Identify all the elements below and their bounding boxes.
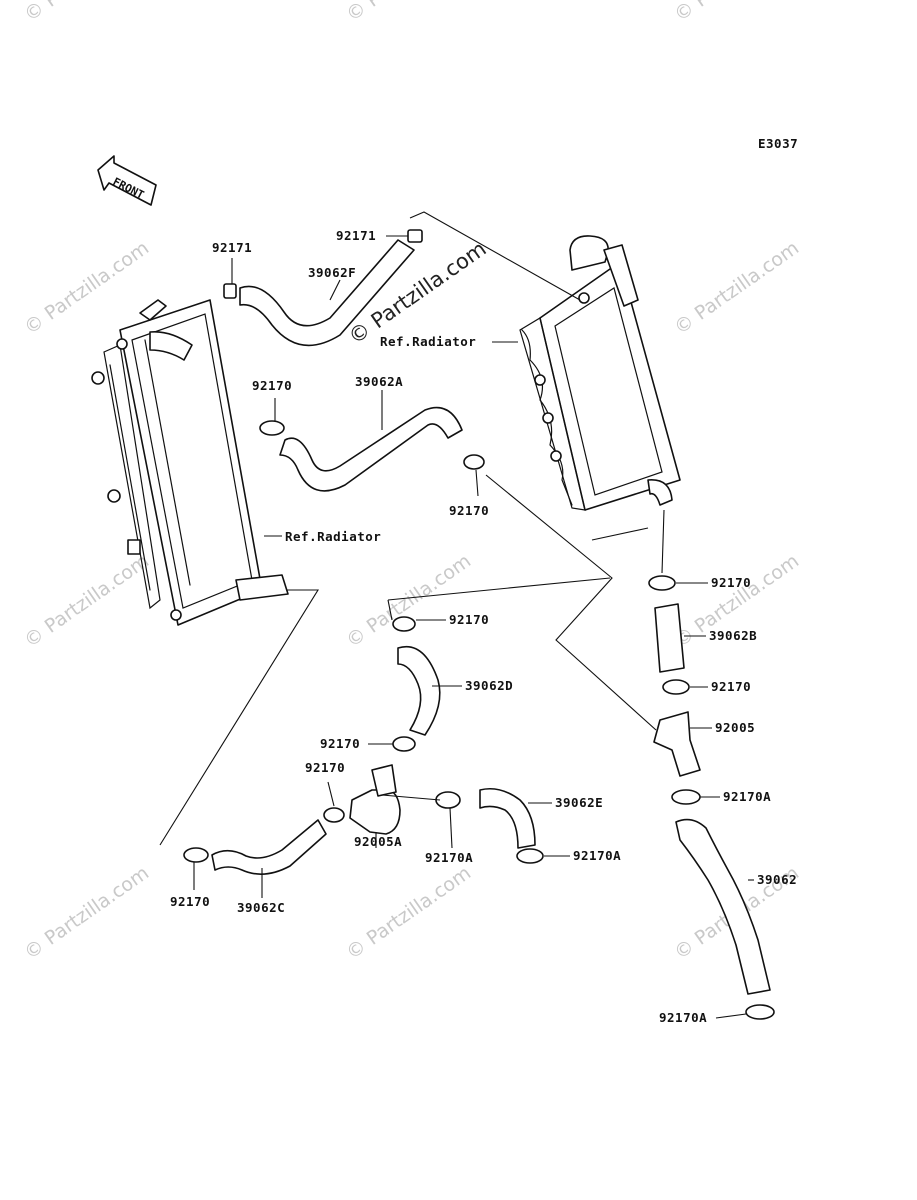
fitting-92005 bbox=[653, 711, 701, 777]
label-39062A: 39062A bbox=[355, 374, 403, 389]
watermark-text: © Partzilla.com bbox=[20, 862, 153, 964]
watermark-text: © Partzilla.com bbox=[670, 237, 803, 339]
label-92170-center-mid: 92170 bbox=[320, 736, 360, 751]
label-92170-left-upper: 92170 bbox=[252, 378, 292, 393]
clamp-92171-left bbox=[223, 283, 237, 299]
watermark-text: © Partzilla.com bbox=[342, 0, 475, 26]
watermark-text: © Partzilla.com bbox=[342, 550, 475, 652]
left-radiator bbox=[91, 299, 289, 626]
right-radiator bbox=[519, 235, 681, 511]
watermark-text: © Partzilla.com bbox=[342, 862, 475, 964]
hose-39062 bbox=[675, 818, 771, 995]
clamp-92170-upper bbox=[259, 420, 285, 436]
label-92170-mid: 92170 bbox=[449, 503, 489, 518]
watermark-text: © Partzilla.com bbox=[20, 550, 153, 652]
clamp-92170A-right bbox=[671, 789, 701, 805]
clamp-92170-center-mid bbox=[392, 736, 416, 752]
diagram-code: E3037 bbox=[758, 136, 798, 151]
leader-lines bbox=[159, 211, 754, 1019]
watermark-text: © Partzilla.com bbox=[20, 237, 153, 339]
clamp-92170-right-2 bbox=[662, 679, 690, 695]
fitting-92005A-branch bbox=[371, 764, 397, 797]
clamps bbox=[183, 229, 775, 1020]
clamp-92170-right-1 bbox=[648, 575, 676, 591]
hose-39062F bbox=[239, 239, 415, 347]
watermark-text: © Partzilla.com bbox=[20, 0, 153, 26]
label-39062C: 39062C bbox=[237, 900, 285, 915]
label-92170A-center-right: 92170A bbox=[573, 848, 621, 863]
label-92170-bottom-left: 92170 bbox=[170, 894, 210, 909]
hose-39062D bbox=[397, 645, 441, 736]
clamp-92170A-bottom bbox=[745, 1004, 775, 1020]
clamp-92170A-center-right bbox=[516, 848, 544, 864]
label-ref-radiator-right: Ref.Radiator bbox=[380, 334, 476, 349]
label-92170A-right-1: 92170A bbox=[723, 789, 771, 804]
label-92170A-bottom: 92170A bbox=[659, 1010, 707, 1025]
label-39062E: 39062E bbox=[555, 795, 603, 810]
label-92171-left: 92171 bbox=[212, 240, 252, 255]
hoses bbox=[211, 239, 771, 995]
label-92005A: 92005A bbox=[354, 834, 402, 849]
hose-39062A bbox=[279, 406, 463, 492]
clamp-92170-mid bbox=[463, 454, 485, 470]
clamp-92170-center-top bbox=[392, 616, 416, 632]
watermark-text: © Partzilla.com bbox=[670, 0, 803, 26]
label-92171-top: 92171 bbox=[336, 228, 376, 243]
label-39062F: 39062F bbox=[308, 265, 356, 280]
label-92170-right-1: 92170 bbox=[711, 575, 751, 590]
clamp-92170-bottom-left bbox=[183, 847, 209, 863]
clamp-92170-center-low bbox=[323, 807, 345, 823]
clamp-92171-top bbox=[407, 229, 423, 243]
label-ref-radiator-left: Ref.Radiator bbox=[285, 529, 381, 544]
label-39062D: 39062D bbox=[465, 678, 513, 693]
label-39062B: 39062B bbox=[709, 628, 757, 643]
hose-39062B bbox=[654, 603, 685, 673]
label-92005: 92005 bbox=[715, 720, 755, 735]
label-92170A-center: 92170A bbox=[425, 850, 473, 865]
fitting-92005A bbox=[349, 789, 401, 835]
part-labels: 92171 39062F 92171 Ref.Radiator 92170 39… bbox=[170, 228, 797, 1025]
hose-39062E bbox=[479, 787, 536, 849]
fittings bbox=[349, 711, 701, 835]
front-arrow-icon: FRONT bbox=[97, 155, 157, 206]
label-39062: 39062 bbox=[757, 872, 797, 887]
label-92170-center-top: 92170 bbox=[449, 612, 489, 627]
label-92170-right-2: 92170 bbox=[711, 679, 751, 694]
hose-39062C bbox=[211, 819, 327, 875]
label-92170-center-low: 92170 bbox=[305, 760, 345, 775]
